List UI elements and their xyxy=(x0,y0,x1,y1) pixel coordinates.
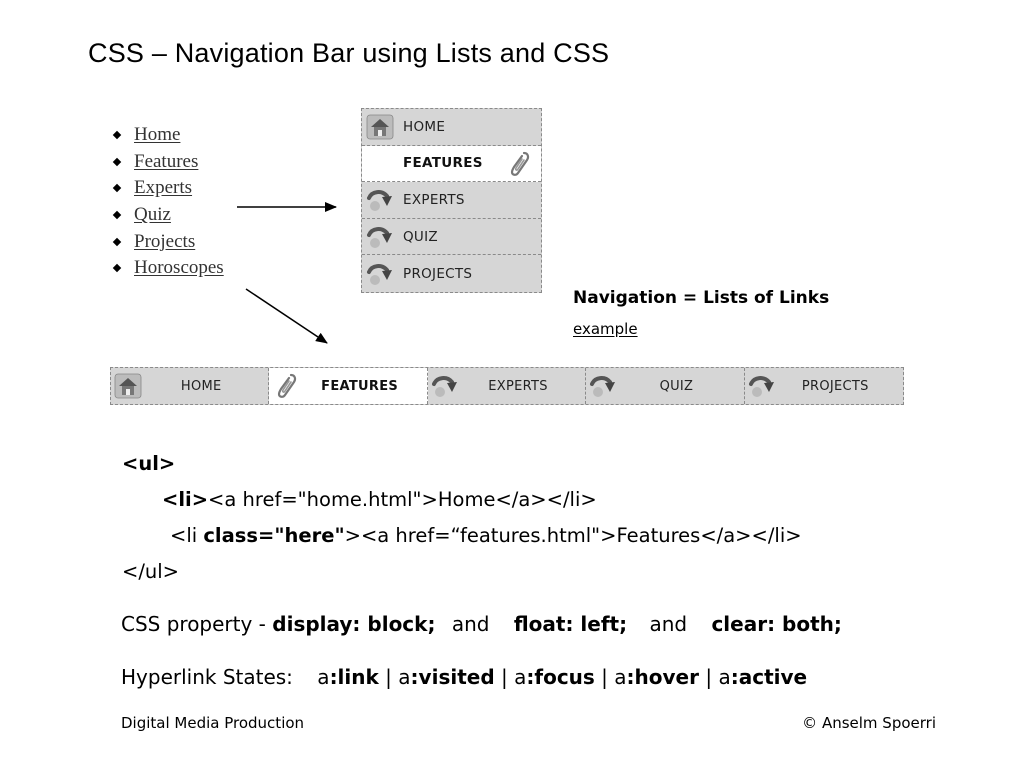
curved-arrow-icon xyxy=(590,376,616,397)
hyperlink-states-prefix: Hyperlink States: xyxy=(121,665,293,689)
code-li-features-rest: ><a href=“features.html">Features</a></l… xyxy=(344,524,802,547)
list-link-features[interactable]: Features xyxy=(134,150,199,172)
vertical-nav-label: QUIZ xyxy=(403,228,438,245)
horizontal-nav-item-quiz[interactable]: QUIZ xyxy=(586,368,745,404)
code-line-ul-open: <ul> xyxy=(122,452,175,475)
state-active: :active xyxy=(730,665,808,689)
vertical-nav-label: EXPERTS xyxy=(403,191,465,208)
vertical-nav-bar: HOME FEATURES EXPERTS QUIZ xyxy=(361,108,542,293)
paperclip-icon xyxy=(278,373,297,398)
code-ul-open-tag: <ul> xyxy=(122,452,176,475)
list-link-experts[interactable]: Experts xyxy=(134,177,193,199)
horizontal-nav-item-projects[interactable]: PROJECTS xyxy=(744,368,904,404)
state-hover: :hover xyxy=(626,665,699,689)
state-sep: | xyxy=(601,665,608,689)
bullet-icon xyxy=(112,264,122,273)
state-a-3: a xyxy=(514,665,527,689)
curved-arrow-icon xyxy=(367,263,392,285)
state-a-1: a xyxy=(317,665,330,689)
vertical-nav-item-features[interactable]: FEATURES xyxy=(362,145,541,183)
bullet-icon xyxy=(112,237,122,246)
code-li-home-rest: <a href="home.html">Home</a></li> xyxy=(208,488,597,511)
code-class-here: class="here" xyxy=(203,524,345,547)
state-a-2: a xyxy=(398,665,411,689)
house-icon xyxy=(366,114,394,140)
house-icon xyxy=(114,373,142,399)
state-visited: :visited xyxy=(410,665,495,689)
css-and-1: and xyxy=(451,612,490,636)
state-sep: | xyxy=(501,665,508,689)
slide-title: CSS – Navigation Bar using Lists and CSS xyxy=(88,38,610,68)
code-line-li-features: <li class="here"><a href=“features.html"… xyxy=(170,524,802,547)
vertical-nav-item-projects[interactable]: PROJECTS xyxy=(362,255,541,292)
list-item: Features xyxy=(112,149,224,176)
vertical-nav-item-experts[interactable]: EXPERTS xyxy=(362,182,541,219)
curved-arrow-icon xyxy=(367,190,392,211)
horizontal-nav-bar: HOME FEATURES EXPERTS QUIZ xyxy=(110,367,904,405)
horizontal-nav-item-experts[interactable]: EXPERTS xyxy=(427,368,587,404)
list-item: Experts xyxy=(112,175,224,202)
horizontal-nav-label: EXPERTS xyxy=(488,378,548,394)
list-item: Quiz xyxy=(112,202,224,229)
code-li-open: <li xyxy=(170,524,204,547)
css-and-2: and xyxy=(649,612,688,636)
vertical-nav-item-home[interactable]: HOME xyxy=(362,109,541,146)
list-link-horoscopes[interactable]: Horoscopes xyxy=(134,257,224,279)
horizontal-nav-item-features[interactable]: FEATURES xyxy=(269,368,428,404)
hyperlink-states-line: Hyperlink States: a:link | a:visited | a… xyxy=(121,665,807,689)
code-ul-close-tag: </ul> xyxy=(122,560,180,583)
code-line-ul-close: </ul> xyxy=(122,560,179,583)
curved-arrow-icon xyxy=(367,226,392,248)
horizontal-nav-label: QUIZ xyxy=(659,378,694,394)
list-link-home[interactable]: Home xyxy=(134,124,181,146)
bullet-icon xyxy=(112,210,122,220)
example-link[interactable]: example xyxy=(573,320,638,338)
vertical-nav-label: PROJECTS xyxy=(403,265,473,282)
horizontal-nav-label: PROJECTS xyxy=(801,378,869,394)
paperclip-icon xyxy=(510,151,530,176)
css-property-line: CSS property - display: block; and float… xyxy=(121,612,842,636)
vertical-nav-label: HOME xyxy=(403,118,446,135)
bullet-icon xyxy=(112,184,122,193)
horizontal-nav-label: FEATURES xyxy=(321,378,399,394)
arrow-down-right-icon xyxy=(245,288,328,344)
state-a-4: a xyxy=(614,665,627,689)
list-item: Projects xyxy=(112,228,224,255)
curved-arrow-icon xyxy=(748,376,774,397)
list-item: Home xyxy=(112,122,224,149)
horizontal-nav-item-home[interactable]: HOME xyxy=(111,368,270,404)
list-link-projects[interactable]: Projects xyxy=(134,230,196,252)
css-clear-both: clear: both; xyxy=(711,612,842,636)
code-li-tag: <li> xyxy=(162,488,209,511)
caption-title: Navigation = Lists of Links xyxy=(573,288,830,308)
bullet-icon xyxy=(112,157,122,167)
curved-arrow-icon xyxy=(431,376,457,397)
bullet-icon xyxy=(112,131,122,140)
code-line-li-home: <li><a href="home.html">Home</a></li> xyxy=(162,488,597,511)
state-a-5: a xyxy=(718,665,731,689)
list-link-quiz[interactable]: Quiz xyxy=(134,204,171,226)
css-property-prefix: CSS property - xyxy=(121,612,273,636)
list-item: Horoscopes xyxy=(112,255,224,282)
vertical-nav-item-quiz[interactable]: QUIZ xyxy=(362,218,541,256)
state-link: :link xyxy=(329,665,379,689)
footer-copyright: © Anselm Spoerri xyxy=(802,714,936,732)
horizontal-nav-label: HOME xyxy=(180,378,222,394)
state-sep: | xyxy=(705,665,713,689)
state-focus: :focus xyxy=(526,665,595,689)
bullet-link-list: Home Features Experts Quiz Projects Horo… xyxy=(112,122,224,282)
vertical-nav-label: FEATURES xyxy=(403,155,483,172)
state-sep: | xyxy=(385,665,392,689)
css-float-left: float: left; xyxy=(513,612,628,636)
footer-course-name: Digital Media Production xyxy=(121,714,305,732)
css-display-block: display: block; xyxy=(272,612,436,636)
